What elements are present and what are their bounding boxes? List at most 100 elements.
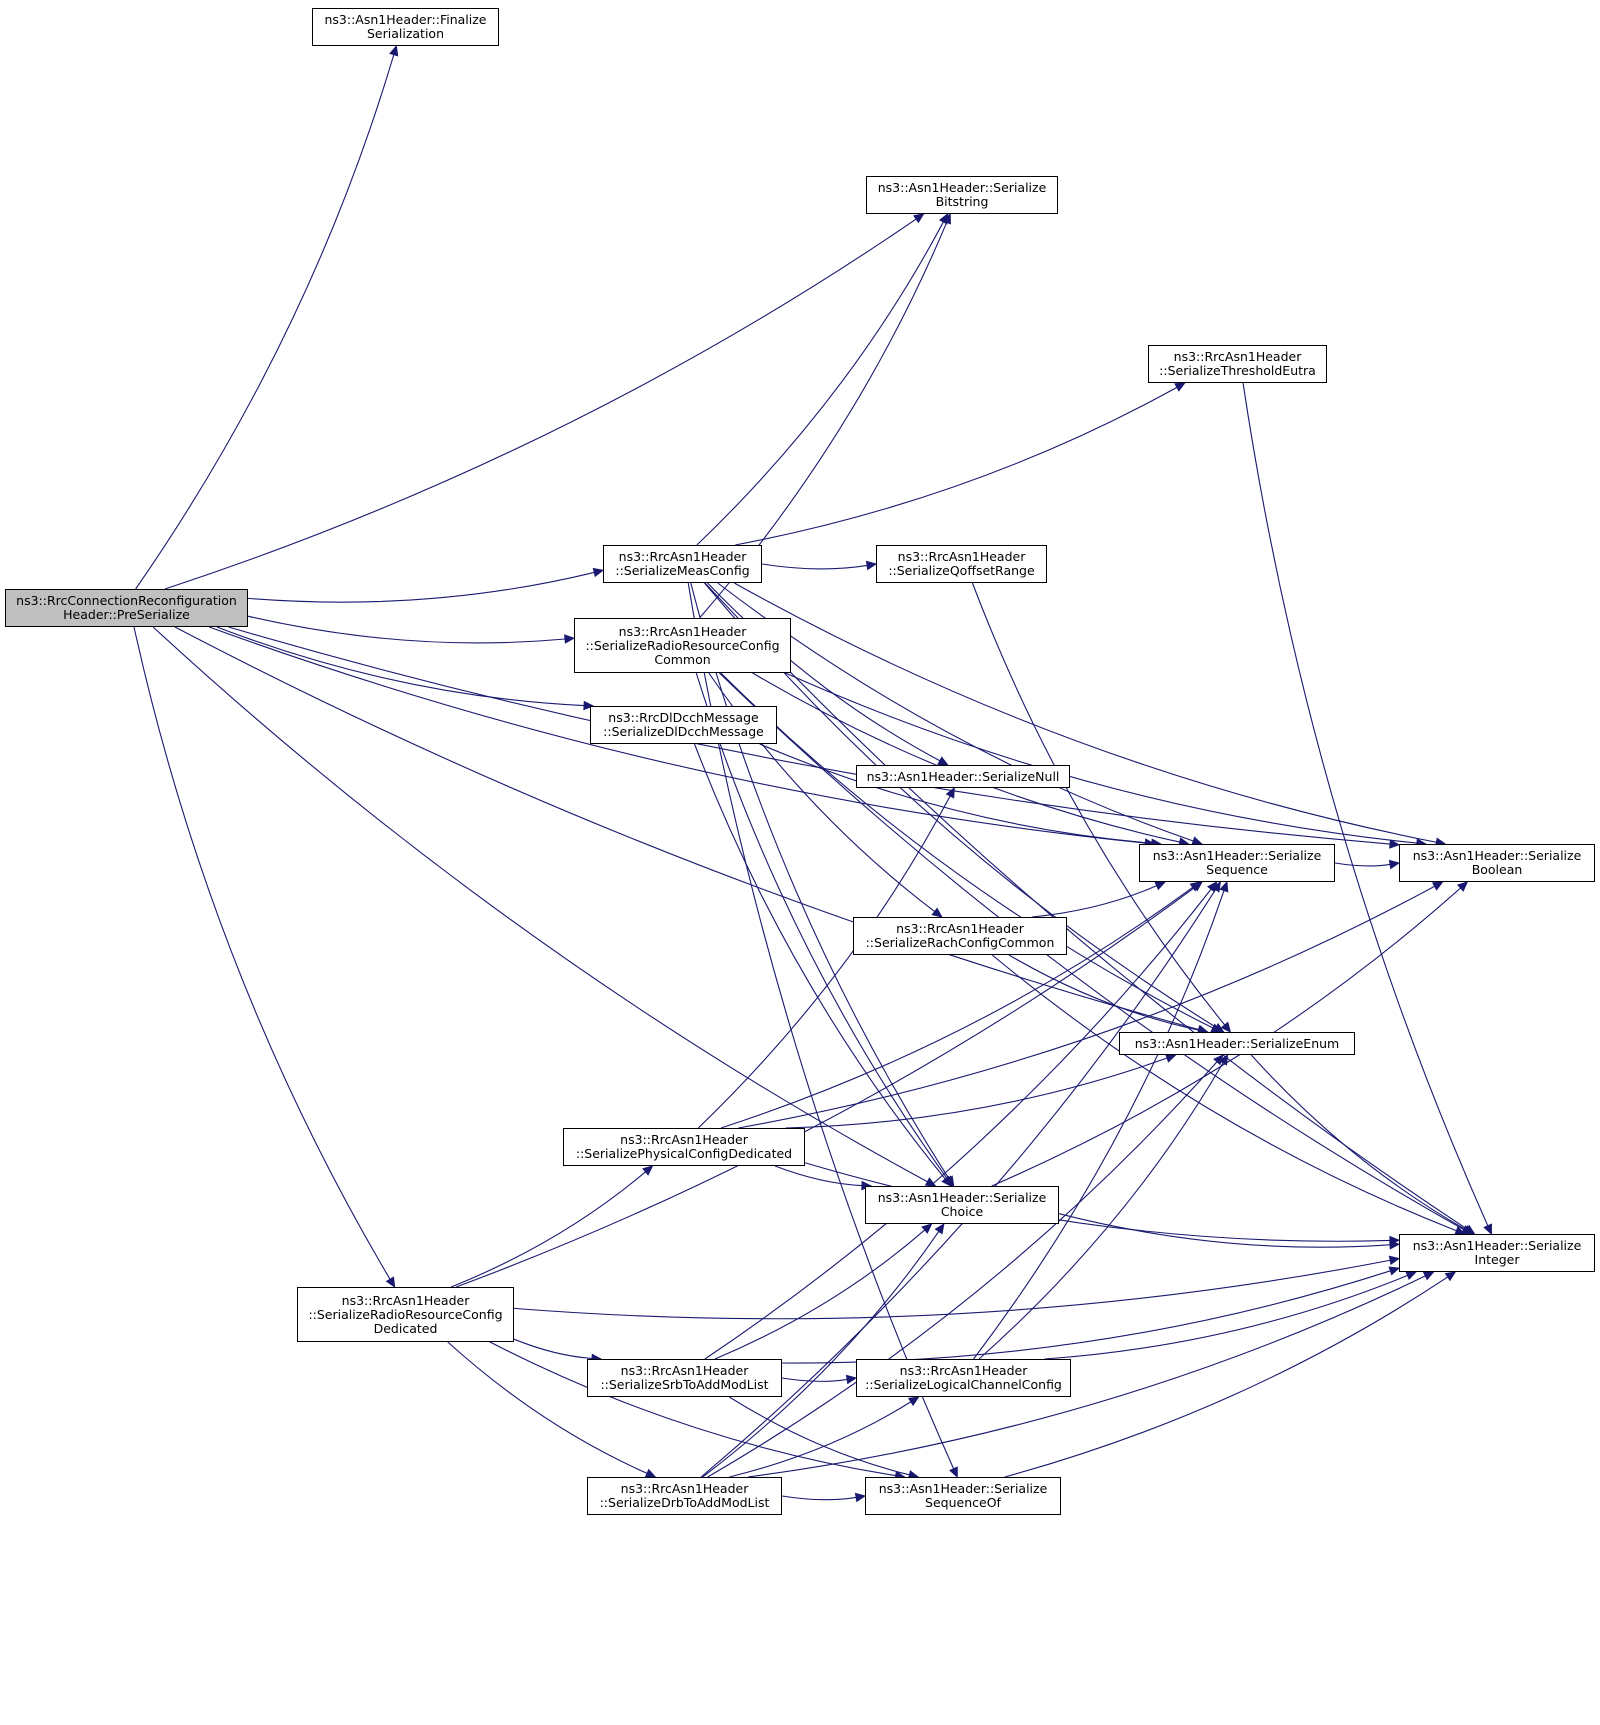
edge-root-to-bitstring [164,218,917,590]
node-finalize-serialization[interactable]: ns3::Asn1Header::Finalize Serialization [312,8,499,46]
edge-root-to-dldcch [216,626,585,707]
node-serialize-choice[interactable]: ns3::Asn1Header::Serialize Choice [865,1186,1059,1224]
node-serialize-radio-resource-config-dedicated[interactable]: ns3::RrcAsn1Header ::SerializeRadioResou… [297,1287,514,1342]
node-label-line1: ns3::RrcAsn1Header [618,549,747,564]
node-label-line2: ::SerializeDlDcchMessage [603,724,764,739]
edge-measconfig-to-null [707,582,941,762]
node-label-line1: ns3::RrcAsn1Header [618,623,747,639]
node-serialize-qoffset-range[interactable]: ns3::RrcAsn1Header ::SerializeQoffsetRan… [876,545,1047,583]
node-serialize-sequence[interactable]: ns3::Asn1Header::Serialize Sequence [1139,844,1335,882]
edge-physcfg-to-choice [774,1165,862,1187]
node-serialize-radio-resource-config-common[interactable]: ns3::RrcAsn1Header ::SerializeRadioResou… [574,618,791,673]
edge-seqof-to-integer [1004,1276,1449,1478]
node-label-line2: Integer [1474,1252,1520,1267]
arrowhead-qoffset-to-enum [1220,1021,1232,1033]
node-label-line1: ns3::RrcAsn1Header [620,1363,749,1378]
node-label-line1: ns3::RrcConnectionReconfiguration [16,593,237,608]
node-serialize-threshold-eutra[interactable]: ns3::RrcAsn1Header ::SerializeThresholdE… [1148,345,1327,383]
arrowhead-choice-to-integer [1389,1240,1401,1250]
edge-physcfg-to-null [697,795,951,1129]
node-label-line2: Choice [940,1204,984,1219]
node-label-line1: ns3::Asn1Header::SerializeEnum [1134,1035,1340,1051]
edge-measconfig-to-qoffset [761,563,868,570]
arrowhead-drb-to-enum [1213,1054,1224,1066]
node-serialize-bitstring[interactable]: ns3::Asn1Header::Serialize Bitstring [866,176,1058,214]
node-rrc-connection-reconfiguration-preserialize: ns3::RrcConnectionReconfiguration Header… [5,589,248,627]
node-serialize-enum[interactable]: ns3::Asn1Header::SerializeEnum [1119,1032,1355,1055]
edge-rrcded-to-physcfg [451,1171,646,1288]
node-serialize-rach-config-common[interactable]: ns3::RrcAsn1Header ::SerializeRachConfig… [853,917,1067,955]
node-label-line1: ns3::RrcAsn1Header [899,1363,1028,1378]
arrowhead-measconfig-to-qoffset [865,560,878,571]
node-label-line3: Dedicated [373,1320,438,1336]
node-label-line2: ::SerializeQoffsetRange [888,563,1035,578]
node-serialize-meas-config[interactable]: ns3::RrcAsn1Header ::SerializeMeasConfig [603,545,762,583]
node-label-line1: ns3::Asn1Header::Serialize [877,1190,1047,1205]
node-serialize-logical-channel-config[interactable]: ns3::RrcAsn1Header ::SerializeLogicalCha… [856,1359,1071,1397]
arrowhead-physcfg-to-null [945,786,955,799]
arrowhead-choice-to-boolean [1457,881,1469,892]
node-label-line2: Boolean [1471,862,1523,877]
arrowhead-srb-to-lcc [845,1374,858,1385]
node-label-line2: Serialization [366,26,444,41]
edge-rrccommon-to-integer [718,672,1464,1231]
node-serialize-srb-to-add-mod-list[interactable]: ns3::RrcAsn1Header ::SerializeSrbToAddMo… [587,1359,782,1397]
node-serialize-integer[interactable]: ns3::Asn1Header::Serialize Integer [1399,1234,1595,1272]
edge-root-to-choice [152,626,928,1183]
arrowhead-drb-to-choice [934,1222,945,1235]
edge-rach-to-enum [1008,954,1199,1031]
arrowhead-root-to-choice [924,1177,937,1187]
arrowhead-root-to-measconfig [592,567,605,578]
edge-rrcded-to-seqof [489,1341,896,1477]
edge-sequence-to-boolean [1334,862,1391,867]
arrowhead-physcfg-to-enum [1165,1053,1177,1063]
edge-root-to-finalize [135,54,395,590]
arrowhead-lcc-to-integer [1405,1271,1418,1281]
edge-srb-to-choice [714,1229,926,1360]
edge-srb-to-seqof [729,1396,910,1476]
arrowhead-rrcded-to-integer [1388,1255,1401,1266]
arrowhead-drb-to-integer [1422,1271,1435,1281]
edge-lcc-to-sequence [973,890,1225,1360]
edge-drb-to-lcc [729,1401,912,1478]
edge-measconfig-to-bitstring [696,221,944,546]
node-serialize-dl-dcch-message[interactable]: ns3::RrcDlDcchMessage ::SerializeDlDcchM… [590,706,777,744]
node-label-line1: ns3::Asn1Header::SerializeNull [866,768,1060,784]
node-serialize-boolean[interactable]: ns3::Asn1Header::Serialize Boolean [1399,844,1595,882]
arrowhead-lcc-to-sequence [1219,880,1229,893]
node-label-line2: ::SerializeSrbToAddModList [600,1377,769,1392]
node-serialize-null[interactable]: ns3::Asn1Header::SerializeNull [856,765,1070,788]
node-label-line1: ns3::RrcAsn1Header [341,1292,470,1308]
arrowhead-root-to-bitstring [913,213,925,224]
node-label-line2: ::SerializeLogicalChannelConfig [865,1377,1062,1392]
edge-root-to-enum [174,626,1200,1031]
edge-srb-to-sequence [704,888,1212,1360]
node-serialize-sequence-of[interactable]: ns3::Asn1Header::Serialize SequenceOf [865,1477,1061,1515]
node-label-line1: ns3::RrcDlDcchMessage [608,710,759,725]
edge-lcc-to-enum [978,1062,1224,1360]
arrowhead-rrcded-to-drb [644,1468,657,1478]
node-label-line2: ::SerializeRadioResourceConfig [308,1306,503,1322]
edge-enum-to-integer [1250,1054,1466,1231]
edge-qoffset-to-enum [971,582,1226,1026]
node-label-line1: ns3::Asn1Header::Finalize [324,12,487,27]
node-label-line2: SequenceOf [925,1495,1001,1510]
arrowhead-lcc-to-enum [1218,1053,1229,1066]
node-label-line2: ::SerializeThresholdEutra [1159,363,1316,378]
edge-root-to-boolean [228,626,1391,845]
edge-physcfg-to-integer [804,1162,1391,1242]
edge-rrcded-to-drb [447,1341,648,1474]
node-label-line2: ::SerializeRadioResourceConfig [585,637,780,653]
edge-measconfig-to-integer [704,582,1468,1230]
node-serialize-drb-to-add-mod-list[interactable]: ns3::RrcAsn1Header ::SerializeDrbToAddMo… [587,1477,782,1515]
arrowhead-rach-to-sequence [1154,881,1167,891]
arrowhead-rrcded-to-physcfg [642,1165,654,1176]
edge-rrccommon-to-choice [695,672,948,1180]
edge-dldcch-to-sequence [759,743,1152,844]
edge-rach-to-sequence [1032,885,1157,918]
edge-physcfg-to-enum [785,1057,1168,1129]
edge-dldcch-to-choice [694,743,946,1180]
arrowhead-srb-to-choice [921,1223,933,1234]
node-serialize-physical-config-dedicated[interactable]: ns3::RrcAsn1Header ::SerializePhysicalCo… [563,1128,805,1166]
